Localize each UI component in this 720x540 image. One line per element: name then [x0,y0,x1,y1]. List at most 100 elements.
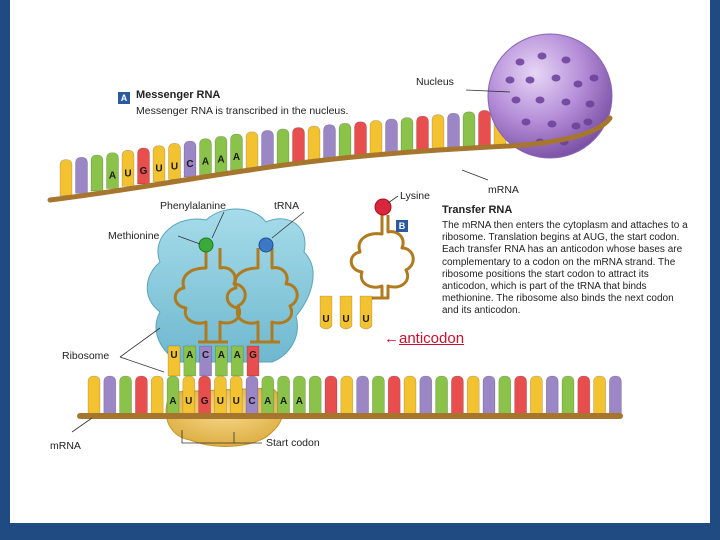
anticodon-letter: A [186,350,193,361]
nuclear-pore [571,122,581,130]
anticodon-tile: G [246,345,260,377]
top-base-tooth [478,110,491,147]
bottom-base-tooth [229,375,243,415]
lysine-anticodon-tile: U [319,295,333,330]
bottom-base-letter: A [169,396,176,407]
anticodon-tile: A [215,345,228,377]
bottom-base-tooth [435,375,448,415]
top-base-tooth [369,120,383,157]
bottom-base-tooth [198,375,211,415]
label-nucleus: Nucleus [416,76,454,88]
top-base-letter: U [171,161,178,172]
bottom-base-tooth [356,375,369,415]
bottom-base-tooth [498,375,512,415]
label-mrna-bottom: mRNA [50,440,81,452]
bottom-base-tooth [182,375,196,415]
top-base-tooth [307,125,321,163]
bottom-base-letter: C [248,396,255,407]
bottom-base-tooth [308,375,322,415]
top-base-letter: A [233,152,240,163]
bottom-base-letter: A [280,396,287,407]
top-base-tooth [59,159,73,196]
anticodon-letter: A [218,350,225,361]
bottom-base-tooth [372,375,385,415]
bottom-base-tooth [419,375,433,415]
top-base-tooth [338,122,352,160]
nuclear-pore [589,74,599,82]
phenylalanine-ball [258,237,274,253]
top-base-tooth [137,147,150,185]
top-base-tooth [152,145,166,182]
nuclear-pore [537,52,547,60]
trna-methionine [173,248,247,344]
top-base-letter: U [124,168,131,179]
bottom-base-letter: G [201,396,209,407]
top-base-letter: A [202,157,209,168]
trna-lysine [349,215,415,300]
bottom-base-tooth [482,375,496,415]
bottom-base-letter: U [185,396,192,407]
top-base-tooth [199,138,212,175]
bottom-base-tooth [387,375,401,415]
top-base-letter: C [186,159,193,170]
top-base-letter: G [140,166,148,177]
nuclear-pore [583,118,593,126]
bottom-base-tooth [466,375,480,415]
anticodon-letter: A [234,350,241,361]
nuclear-pore [521,118,531,126]
panel-a-title: Messenger RNA [136,89,221,101]
top-base-tooth [121,149,135,187]
top-base-tooth [245,131,259,169]
label-phenylalanine: Phenylalanine [160,200,226,212]
nuclear-pore [535,96,545,104]
nuclear-pore [547,120,557,128]
lysine-anticodon-letter: U [322,314,329,325]
anticodon-tile: U [167,345,181,377]
bottom-base-tooth [561,375,575,415]
bottom-base-tooth [609,375,622,415]
top-base-tooth [400,117,414,154]
nuclear-pore [515,58,525,66]
top-base-tooth [447,112,460,150]
top-base-tooth [416,115,429,153]
bottom-base-letter: A [296,396,303,407]
top-base-letter: U [155,164,162,175]
nuclear-pore [505,76,515,84]
bottom-base-tooth [340,375,354,415]
bottom-base-tooth [135,375,148,415]
top-base-letter: A [109,171,116,182]
label-methionine: Methionine [108,230,160,242]
bottom-base-tooth [577,375,591,415]
top-base-tooth [106,152,119,189]
label-mrna-top: mRNA [488,184,519,196]
nuclear-pore [561,98,571,106]
bottom-base-tooth [261,375,275,415]
top-base-tooth [261,130,274,167]
top-base-tooth [75,156,88,194]
anticodon-tile: A [230,345,244,377]
bottom-base-tooth [87,375,101,415]
bottom-base-tooth [214,375,227,415]
label-trna: tRNA [274,200,300,212]
leader-lines [71,89,511,444]
anticodon-text: anticodon [399,330,465,347]
panel-b-title: Transfer RNA [442,204,513,216]
anticodon-letter: C [202,350,209,361]
anticodon-letter: G [249,350,257,361]
bottom-base-tooth [166,375,180,415]
lysine-ball [374,198,392,216]
bottom-base-letter: U [233,396,240,407]
bottom-base-tooth [245,375,259,415]
top-base-tooth [230,133,243,171]
bottom-base-tooth [150,375,164,415]
anticodon-arrow: ← [384,330,399,347]
label-ribosome: Ribosome [62,350,110,362]
bottom-base-tooth [403,375,417,415]
top-base-tooth [431,114,445,151]
top-base-tooth [462,111,476,149]
panel-a-text: Messenger RNA is transcribed in the nucl… [136,105,349,117]
